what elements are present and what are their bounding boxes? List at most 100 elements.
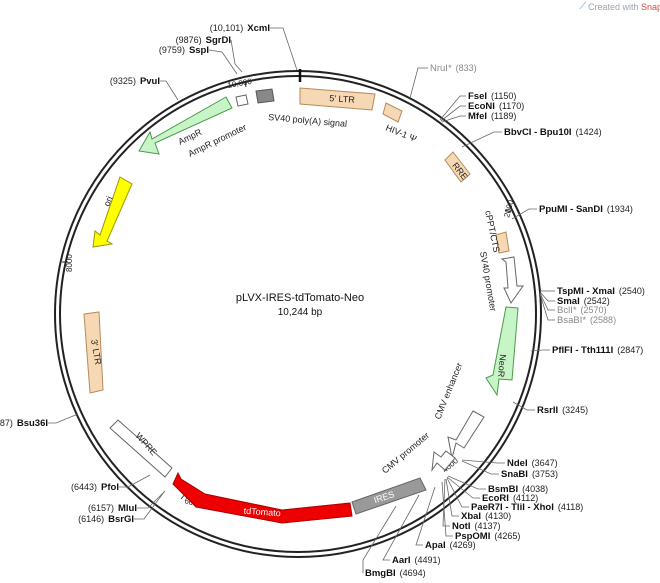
feature-hiv-1-psi[interactable]	[382, 102, 403, 123]
site-position: (3245)	[562, 405, 588, 415]
site-label[interactable]: (6443)PfoI	[71, 482, 119, 493]
site-label[interactable]: NdeI (3647)	[507, 458, 558, 469]
site-position: (9876)	[176, 35, 202, 45]
site-position: (4269)	[450, 540, 476, 550]
site-label[interactable]: PpuMI - SanDI (1934)	[539, 204, 633, 215]
site-position: (4491)	[414, 555, 440, 565]
snapgene-brand: ⟋ Created with SnapGene®	[580, 1, 660, 12]
site-enzyme: SgrDI	[206, 35, 231, 46]
site-label[interactable]: (6146) BsrGI	[78, 514, 134, 525]
site-label[interactable]: BmgBI(4694)	[365, 568, 426, 579]
site-label[interactable]: EcoRI(4112)	[482, 493, 538, 504]
site-enzyme: EcoNI	[468, 101, 495, 112]
site-position: (2542)	[584, 296, 610, 306]
site-label[interactable]: BbvCI - Bpu10I(1424)	[504, 127, 602, 138]
feature-3-ltr[interactable]	[83, 311, 104, 394]
tick-label: 8000	[65, 254, 74, 272]
site-label[interactable]: NotI (4137)	[452, 521, 500, 532]
site-position: (6443)	[71, 482, 97, 492]
site-position: (1424)	[576, 127, 602, 137]
site-enzyme: BsaBI*	[557, 315, 586, 326]
site-enzyme: PspOMI	[455, 531, 490, 542]
site-label[interactable]: FseI (1150)	[468, 91, 516, 102]
site-label[interactable]: (9325)PvuI	[110, 76, 160, 87]
site-enzyme: EcoRI	[482, 493, 509, 504]
site-position: (4038)	[522, 484, 548, 494]
feature-label: HIV-1 Ψ	[384, 123, 418, 144]
snapgene-logo-icon: ⟋	[580, 1, 587, 12]
feature-label: ori	[102, 195, 115, 208]
site-position: (4137)	[474, 521, 500, 531]
site-position: (4265)	[494, 531, 520, 541]
site-position: (4694)	[400, 568, 426, 578]
feature-label: 5' LTR	[329, 93, 356, 105]
feature-cmv-enhancer[interactable]	[447, 410, 485, 459]
feature-label: cPPT/CTS	[483, 210, 502, 254]
site-position: (10,101)	[210, 23, 244, 33]
features: 5' LTR HIV-1 Ψ RRE cPPT/CTS SV40 promote…	[83, 87, 524, 524]
site-enzyme: Bsu36I	[17, 418, 48, 429]
site-position: (1189)	[491, 111, 516, 121]
site-label[interactable]: EcoNI(1170)	[468, 101, 524, 112]
site-position: (833)	[456, 63, 477, 73]
site-position: (2570)	[581, 305, 607, 315]
feature-label: CMV enhancer	[433, 361, 465, 420]
feature-tdtomato[interactable]	[172, 471, 353, 524]
site-label[interactable]: RsrII(3245)	[537, 405, 588, 416]
site-position: (1934)	[607, 204, 633, 214]
site-label[interactable]: (6887)Bsu36I	[0, 418, 48, 429]
site-position: (3647)	[532, 458, 558, 468]
site-enzyme: ApaI	[425, 540, 446, 551]
feature-label: SV40 promoter	[478, 251, 498, 312]
feature-wpre[interactable]	[109, 419, 173, 478]
feature-ori[interactable]	[92, 176, 133, 248]
site-label[interactable]: XbaI(4130)	[461, 511, 511, 522]
site-label[interactable]: (6157)MluI	[88, 503, 137, 514]
site-label[interactable]: SmaI(2542)	[557, 296, 610, 307]
plasmid-name: pLVX-IRES-tdTomato-Neo	[236, 292, 364, 304]
site-label[interactable]: TspMI - XmaI(2540)	[557, 286, 645, 297]
site-label[interactable]: PaeR7I - TliI - XhoI(4118)	[471, 502, 583, 513]
site-position: (6146)	[78, 514, 104, 524]
site-label[interactable]: BclI* (2570)	[557, 305, 607, 316]
site-position: (2847)	[617, 345, 643, 355]
site-enzyme: PpuMI - SanDI	[539, 204, 603, 215]
site-label[interactable]: ApaI (4269)	[425, 540, 476, 551]
site-label[interactable]: (10,101)XcmI	[210, 23, 270, 34]
site-label[interactable]: MfeI(1189)	[468, 111, 516, 122]
site-enzyme: FseI	[468, 91, 487, 102]
site-label[interactable]: AarI(4491)	[392, 555, 441, 566]
site-enzyme: NdeI	[507, 458, 528, 469]
site-enzyme: BsrGI	[108, 514, 134, 525]
brand-prefix: Created with	[588, 2, 641, 12]
svg-text:Created with SnapGene®: Created with SnapGene®	[588, 2, 660, 12]
feature-sv40-polya-signal[interactable]	[255, 88, 275, 104]
feature-ampr-promoter[interactable]	[235, 94, 249, 107]
site-label[interactable]: SnaBI(3753)	[501, 469, 558, 480]
feature-sv40-promoter[interactable]	[500, 256, 524, 304]
site-label[interactable]: (9759)SspI	[159, 45, 209, 56]
feature-rre[interactable]	[444, 151, 471, 183]
feature-cmv-promoter[interactable]	[431, 450, 456, 472]
site-label[interactable]: NruI*(833)	[430, 63, 477, 74]
site-position: (6157)	[88, 503, 114, 513]
site-position: (1150)	[491, 91, 516, 101]
site-label[interactable]: PflFI - Tth111I(2847)	[552, 345, 643, 356]
site-label[interactable]: BsaBI*(2588)	[557, 315, 616, 326]
site-enzyme: BclI*	[557, 305, 577, 316]
feature-neor[interactable]	[485, 306, 519, 397]
brand-name: SnapGene	[641, 2, 660, 12]
feature-label: tdTomato	[243, 506, 281, 519]
feature-5-ltr[interactable]	[299, 87, 376, 111]
site-label[interactable]: BsmBI(4038)	[488, 484, 548, 495]
site-position: (9759)	[159, 45, 185, 55]
plasmid-length: 10,244 bp	[278, 307, 323, 318]
feature-cppt-cts[interactable]	[495, 231, 510, 254]
site-label[interactable]: PspOMI (4265)	[455, 531, 520, 542]
site-enzyme: NotI	[452, 521, 470, 532]
site-label[interactable]: (9876) SgrDI	[176, 35, 231, 46]
feature-ires[interactable]	[351, 477, 427, 515]
feature-ampr[interactable]	[138, 96, 233, 155]
backbone-outer	[54, 70, 542, 558]
site-enzyme: XbaI	[461, 511, 481, 522]
